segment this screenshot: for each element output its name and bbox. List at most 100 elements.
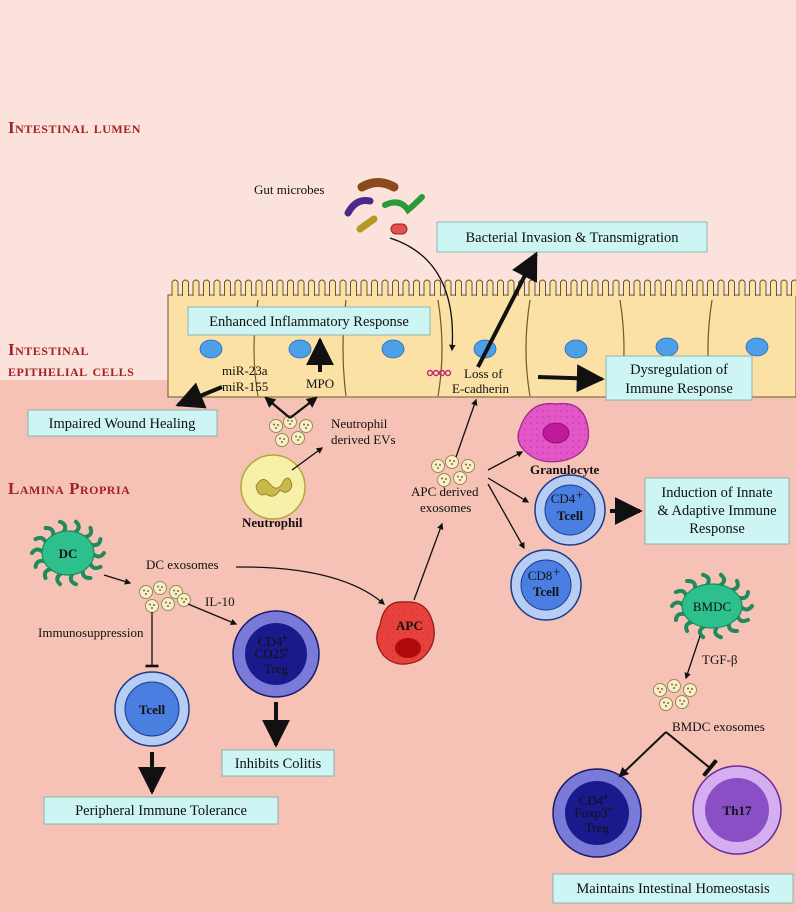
granulocyte-label: Granulocyte xyxy=(530,462,600,477)
maintains-homeostasis-box: Maintains Intestinal Homeostasis xyxy=(552,873,794,904)
svg-text:Tcell: Tcell xyxy=(557,508,584,523)
bmdc-exo-arrow xyxy=(684,635,701,680)
microvillus xyxy=(644,279,651,296)
svg-text:Tcell: Tcell xyxy=(533,584,560,599)
treg-cd25: CD4 + CD25 + Treg xyxy=(232,610,320,698)
microvillus xyxy=(402,279,410,296)
bmdc-fork-treg xyxy=(618,731,667,778)
svg-text:+: + xyxy=(553,564,560,579)
exosome xyxy=(453,471,467,485)
microvillus xyxy=(612,279,620,296)
apc-exo-label-2: exosomes xyxy=(420,500,471,515)
microvillus xyxy=(381,279,389,296)
microvillus xyxy=(738,279,746,296)
svg-text:Treg: Treg xyxy=(264,661,289,676)
loss-label-2: E-cadherin xyxy=(452,381,510,396)
exosome xyxy=(461,459,475,473)
il10-label: IL-10 xyxy=(205,594,235,609)
exosome xyxy=(283,415,297,429)
microvillus xyxy=(707,279,714,296)
inhibits-colitis-box: Inhibits Colitis xyxy=(221,749,335,777)
microvillus xyxy=(696,279,704,296)
apc-up-arrow xyxy=(413,522,444,601)
microvillus xyxy=(507,279,515,296)
region-epithelial-1: Intestinal xyxy=(8,340,89,359)
microvillus xyxy=(423,279,431,296)
region-lamina: Lamina Propria xyxy=(8,479,130,498)
microvillus xyxy=(234,279,242,296)
svg-text:CD4: CD4 xyxy=(551,491,576,506)
microvillus xyxy=(413,279,420,296)
svg-text:CD4: CD4 xyxy=(258,634,283,649)
microvillus xyxy=(329,279,336,296)
tcell-left: Tcell xyxy=(114,671,190,747)
immunosuppression-label: Immunosuppression xyxy=(38,625,144,640)
svg-text:& Adaptive Immune: & Adaptive Immune xyxy=(657,503,776,519)
microvillus xyxy=(654,279,662,296)
exosome xyxy=(683,683,697,697)
microvillus xyxy=(749,279,756,296)
nucleus xyxy=(288,339,312,359)
nucleus xyxy=(655,337,679,357)
il10-arrow xyxy=(187,603,238,625)
exosome xyxy=(275,433,289,447)
dysregulation-arrow xyxy=(537,364,605,393)
svg-text:Impaired Wound Healing: Impaired Wound Healing xyxy=(49,416,196,432)
neutrophil-ev-arrow xyxy=(291,447,324,471)
dc-exo-arrow xyxy=(103,574,132,585)
microvillus xyxy=(255,279,263,296)
gut-microbes-icon xyxy=(344,178,425,235)
apc-granulocyte-arrow xyxy=(487,451,524,471)
nucleus xyxy=(381,339,405,359)
bacterial-invasion-box: Bacterial Invasion & Transmigration xyxy=(436,221,708,253)
microvillus xyxy=(308,279,315,296)
e-cadherin-icon xyxy=(426,369,452,377)
microvillus xyxy=(465,279,473,296)
svg-text:CD25: CD25 xyxy=(254,646,285,661)
microvillus xyxy=(203,279,210,296)
microvillus xyxy=(581,279,588,296)
gut-microbes-label: Gut microbes xyxy=(254,182,324,197)
invasion-arrow xyxy=(476,251,538,368)
svg-text:CD8: CD8 xyxy=(528,568,553,583)
treg-foxp3: CD4 + Foxp3 + Treg xyxy=(552,768,642,858)
impaired-wound-box: Impaired Wound Healing xyxy=(27,409,218,437)
microvillus xyxy=(602,279,609,296)
microvillus xyxy=(171,279,179,296)
svg-text:Foxp3: Foxp3 xyxy=(574,805,607,820)
exosome xyxy=(177,593,191,607)
neutrophil-ev-cluster xyxy=(269,415,313,447)
neutrophil-ev-label-2: derived EVs xyxy=(331,432,396,447)
nucleus xyxy=(199,339,223,359)
microvillus xyxy=(770,279,777,296)
svg-text:CD4: CD4 xyxy=(579,793,604,808)
microvillus xyxy=(675,279,683,296)
svg-text:Tcell: Tcell xyxy=(139,702,166,717)
cd8-tcell: CD8 + Tcell xyxy=(510,549,582,621)
svg-text:+: + xyxy=(602,789,609,804)
exosome xyxy=(431,459,445,473)
apc-label: APC xyxy=(396,618,423,633)
tgf-beta-label: TGF-β xyxy=(702,652,738,667)
svg-text:Inhibits Colitis: Inhibits Colitis xyxy=(235,756,322,772)
microvillus xyxy=(182,279,189,296)
apc-exosome-cluster xyxy=(431,455,475,487)
microvillus xyxy=(213,279,221,296)
microvillus xyxy=(549,279,557,296)
microvillus xyxy=(392,279,399,296)
exosome xyxy=(299,419,313,433)
svg-text:Treg: Treg xyxy=(585,820,610,835)
apc-ecadherin-arrow xyxy=(455,398,478,458)
microvillus xyxy=(350,279,357,296)
bmdc-fork-th17 xyxy=(665,731,718,778)
exosome xyxy=(139,585,153,599)
dysregulation-box: Dysregulation of Immune Response xyxy=(605,355,753,401)
microvillus xyxy=(497,279,504,296)
exosome xyxy=(269,419,283,433)
ev-fork-right xyxy=(289,396,318,419)
microvillus xyxy=(266,279,273,296)
ev-fork-left xyxy=(264,396,291,419)
microvillus xyxy=(276,279,284,296)
microvillus xyxy=(591,279,599,296)
